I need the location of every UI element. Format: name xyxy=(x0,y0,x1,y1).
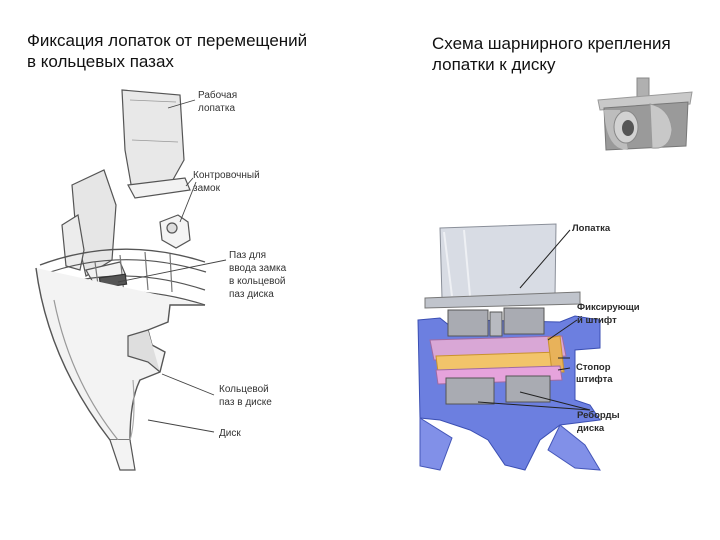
label-slot-line1: Паз для xyxy=(229,250,266,261)
right-labels: Лопатка Фиксирующи й штифт Стопор штифта… xyxy=(572,223,640,434)
label-blade-right: Лопатка xyxy=(572,223,611,234)
label-blade-line2: лопатка xyxy=(198,103,235,114)
label-pin-line2: й штифт xyxy=(577,315,617,326)
blade-body xyxy=(439,223,557,299)
label-lock-line1: Контровочный xyxy=(193,170,260,181)
disk-section xyxy=(35,267,205,441)
hinge-3d-model xyxy=(597,77,693,151)
label-stopper-line2: штифта xyxy=(576,374,613,385)
label-blade-line1: Рабочая xyxy=(198,89,237,101)
blade-upper xyxy=(121,89,185,191)
label-slot-line3: в кольцевой xyxy=(229,276,286,287)
label-pin-line1: Фиксирующи xyxy=(577,302,640,313)
disk-rim-outer xyxy=(39,248,206,266)
left-title: Фиксация лопаток от перемещений в кольце… xyxy=(27,31,308,71)
right-title: Схема шарнирного крепления лопатки к дис… xyxy=(432,34,671,74)
label-lock-line2: замок xyxy=(193,183,221,194)
ring-groove-diagram xyxy=(35,89,227,471)
label-stopper-line1: Стопор xyxy=(576,362,611,373)
leader-lines xyxy=(117,99,227,433)
annular-groove xyxy=(127,329,161,373)
label-slot-line4: паз диска xyxy=(229,289,274,300)
label-ring-line2: паз в диске xyxy=(219,397,272,408)
right-leader-lines xyxy=(477,229,591,411)
left-labels: Рабочая лопатка Контровочный замок Паз д… xyxy=(193,89,287,439)
label-disk: Диск xyxy=(219,428,241,439)
label-ring-line1: Кольцевой xyxy=(219,384,269,395)
label-flanges-line1: Реборды xyxy=(577,410,620,421)
label-slot-line2: ввода замка xyxy=(229,263,287,274)
label-flanges-line2: диска xyxy=(577,423,605,434)
hinge-section-diagram xyxy=(417,223,601,471)
